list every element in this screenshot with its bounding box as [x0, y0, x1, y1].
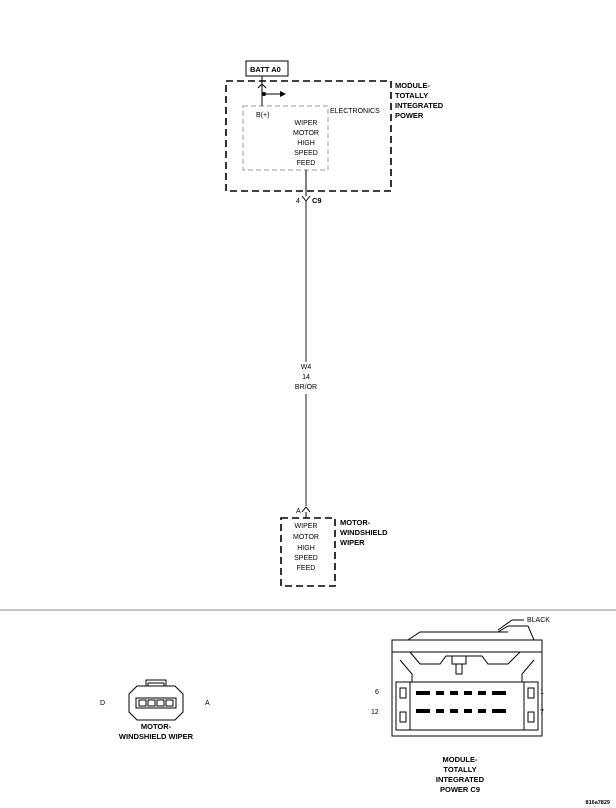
- wire-circuit-label: W4: [301, 364, 312, 371]
- batt-a0-label: BATT A0: [250, 65, 281, 74]
- c9-pin-label-12: 12: [371, 709, 379, 716]
- tipm-title-line-3: INTEGRATED: [395, 101, 444, 110]
- motor-connector-face: [128, 679, 184, 721]
- electronics-label: ELECTRONICS: [330, 108, 380, 115]
- c9-pin-number: 4: [296, 198, 300, 205]
- c9-pin-label-7: 7: [540, 709, 544, 716]
- c9-caption-line-1: MODULE-: [443, 755, 478, 764]
- tipm-c9-connector-face: [391, 625, 543, 737]
- electronics-box: [242, 105, 329, 171]
- tipm-title-line-4: POWER: [395, 111, 424, 120]
- tipm-function-line-5: FEED: [297, 160, 316, 167]
- tipm-title-line-1: MODULE-: [395, 81, 430, 90]
- connector-fork-icon: [257, 83, 267, 89]
- arrow-right-icon: [280, 91, 286, 97]
- c9-connector-name: C9: [312, 196, 322, 205]
- c9-caption-line-3: INTEGRATED: [436, 775, 485, 784]
- tipm-function-line-4: SPEED: [294, 150, 318, 157]
- wire-gauge-label: 14: [302, 374, 310, 381]
- tipm-function-line-3: HIGH: [297, 140, 315, 147]
- tipm-title-line-2: TOTALLY: [395, 91, 428, 100]
- wire-color-label: BR/OR: [295, 384, 317, 391]
- motor-function-line-5: FEED: [297, 565, 316, 572]
- c9-connector-icon: [301, 195, 311, 202]
- figure-id: 816a7829: [586, 800, 610, 806]
- motor-connector-caption-1: MOTOR-: [141, 722, 172, 731]
- motor-function-line-2: MOTOR: [293, 534, 319, 541]
- batt-a0-box: [245, 60, 289, 77]
- c9-caption-line-2: TOTALLY: [443, 765, 476, 774]
- motor-title-line-3: WIPER: [340, 538, 365, 547]
- motor-title-line-2: WINDSHIELD: [340, 528, 388, 537]
- motor-title-line-1: MOTOR-: [340, 518, 371, 527]
- wiper-motor-box: [280, 517, 336, 587]
- connector-color-label: BLACK: [527, 617, 550, 624]
- motor-connector-left-label: D: [100, 700, 105, 707]
- motor-function-line-1: WIPER: [295, 523, 318, 530]
- c9-pin-label-1: 1: [540, 689, 544, 696]
- black-leader-line: [497, 619, 513, 631]
- c9-pin-label-6: 6: [375, 689, 379, 696]
- motor-function-line-4: SPEED: [294, 555, 318, 562]
- motor-connector-caption-2: WINDSHIELD WIPER: [119, 732, 194, 741]
- motor-function-line-3: HIGH: [297, 545, 315, 552]
- tipm-function-line-1: WIPER: [295, 120, 318, 127]
- motor-connector-icon: [301, 506, 311, 513]
- motor-connector-right-label: A: [205, 700, 210, 707]
- c9-caption-line-4: POWER C9: [440, 785, 480, 794]
- motor-pin-label: A: [296, 508, 301, 515]
- b-plus-pin-label: B(+): [256, 112, 269, 119]
- tipm-function-line-2: MOTOR: [293, 130, 319, 137]
- tipm-module-box: [225, 80, 392, 192]
